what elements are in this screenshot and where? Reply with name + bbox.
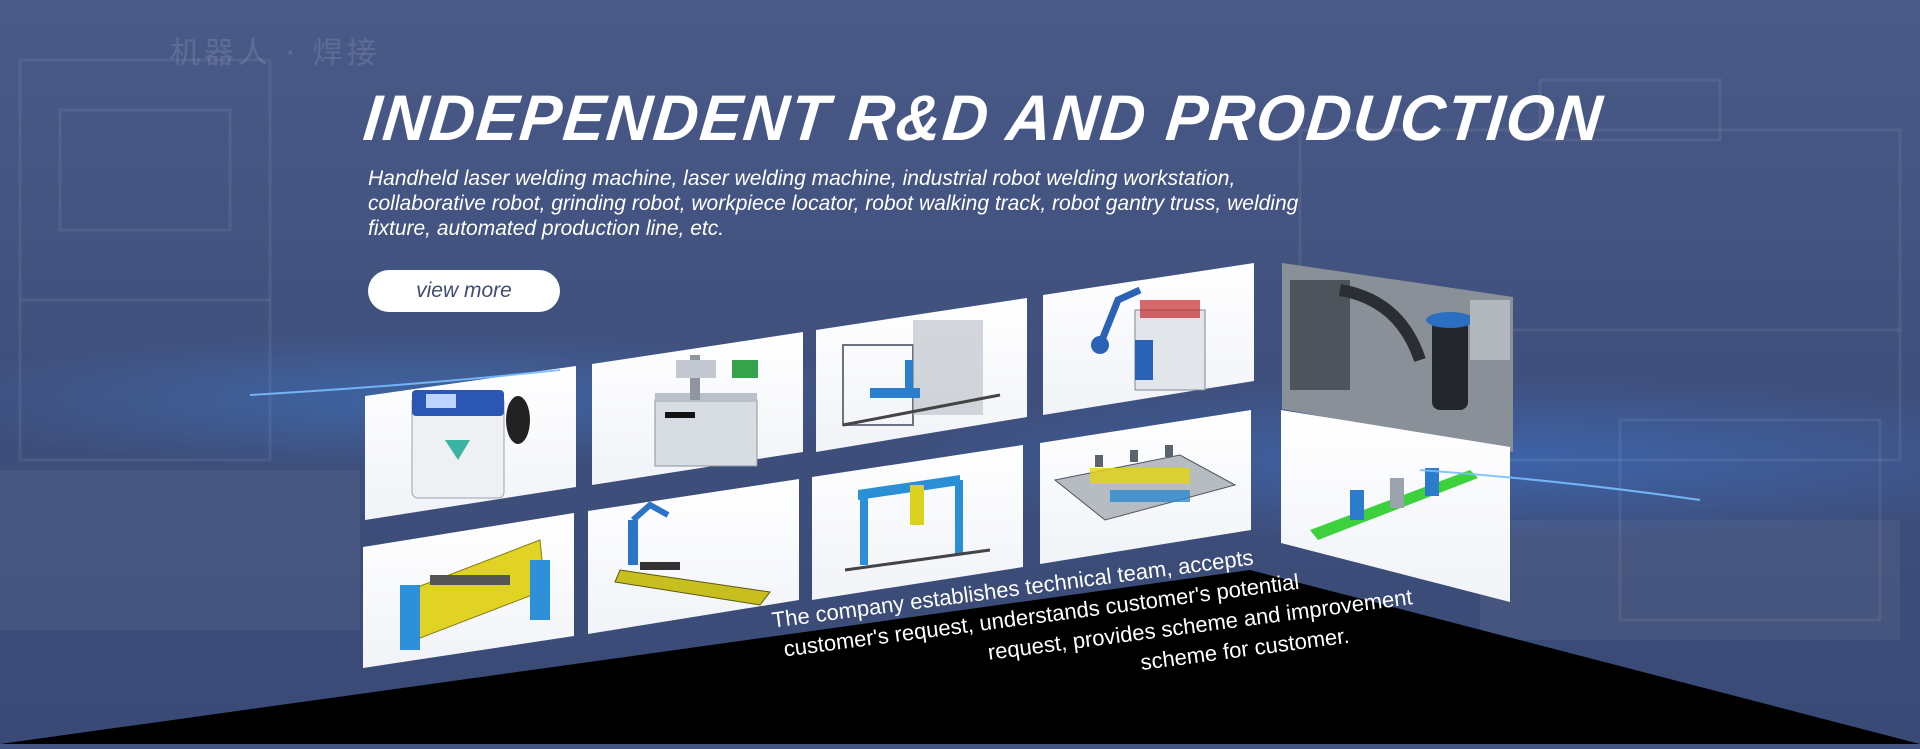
- welding-robot-station-icon: [1091, 286, 1206, 391]
- page-title: INDEPENDENT R&D AND PRODUCTION: [360, 83, 1608, 155]
- product-tile-robot-welding-cell[interactable]: [816, 298, 1027, 452]
- production-line-icon: [1310, 468, 1478, 540]
- laser-welding-workstation-icon: [654, 355, 758, 467]
- robot-welding-cell-icon: [842, 320, 1001, 427]
- product-tile-robot-walking-track[interactable]: [588, 479, 799, 634]
- product-tile-welding-robot-station[interactable]: [1043, 263, 1254, 415]
- product-tile-laser-welding-workstation[interactable]: [592, 332, 803, 485]
- watermark: 机器人 · 焊接: [170, 36, 381, 71]
- product-tile-handheld-laser-welder[interactable]: [365, 366, 576, 520]
- product-tile-welding-fixture[interactable]: [1040, 410, 1251, 564]
- factory-robot-photo: [1282, 263, 1513, 452]
- view-more-button[interactable]: view more: [368, 270, 560, 312]
- product-tile-factory-photo[interactable]: [1282, 263, 1513, 452]
- light-streaks: [249, 369, 1701, 501]
- product-description: Handheld laser welding machine, laser we…: [368, 167, 1299, 240]
- handheld-laser-welder-icon: [411, 390, 530, 499]
- product-tile-gantry-truss[interactable]: [812, 445, 1023, 600]
- product-tile-welding-positioner[interactable]: [363, 513, 574, 668]
- robot-walking-track-icon: [614, 501, 771, 606]
- gantry-truss-icon: [844, 475, 991, 572]
- welding-fixture-icon: [1053, 445, 1237, 521]
- welding-positioner-icon: [400, 539, 550, 650]
- product-tile-production-line[interactable]: [1281, 410, 1510, 602]
